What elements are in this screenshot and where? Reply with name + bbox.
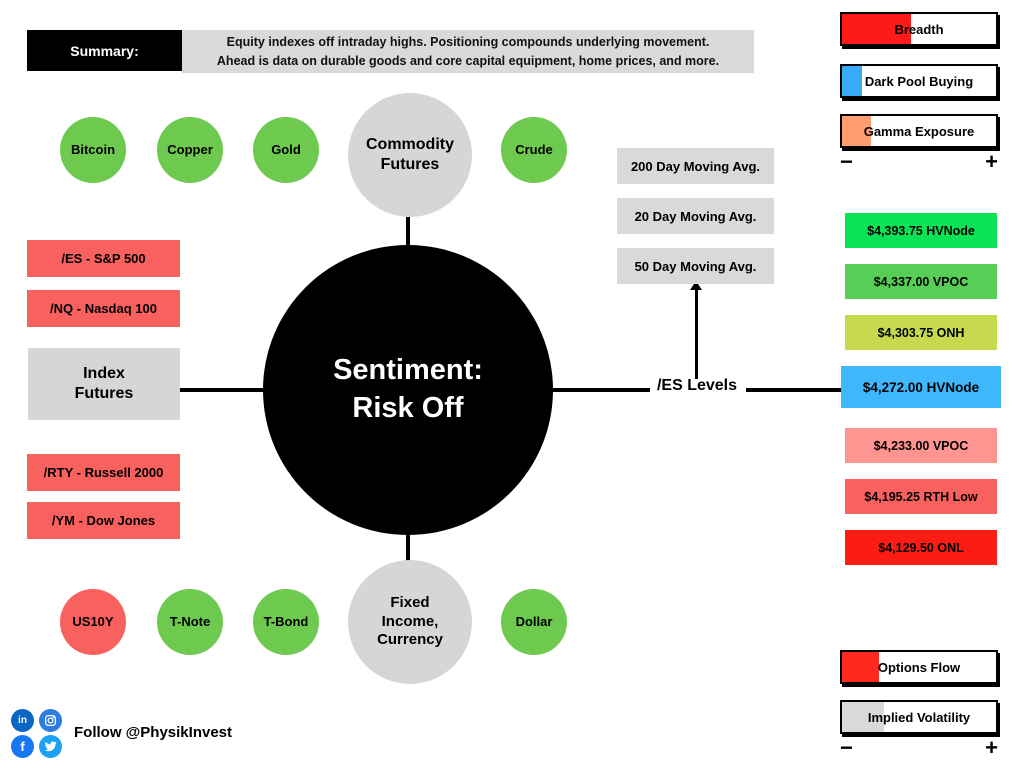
gauge-implied-vol-label: Implied Volatility — [867, 709, 971, 725]
es-level-onl: $4,129.50 ONL — [845, 530, 997, 565]
sentiment-title: Sentiment: Risk Off — [333, 354, 483, 424]
es-level-rth-low: $4,195.25 RTH Low — [845, 479, 997, 514]
index-item-rty: /RTY - Russell 2000 — [27, 454, 180, 491]
commodity-item-label: Copper — [167, 142, 213, 158]
es-level-hvnode-high: $4,393.75 HVNode — [845, 213, 997, 248]
index-item-label: /ES - S&P 500 — [61, 251, 146, 266]
linkedin-glyph: in — [18, 715, 27, 726]
gauge-options-flow-fill — [842, 652, 879, 682]
index-futures-hub: Index Futures — [28, 348, 180, 420]
es-level-label: $4,195.25 RTH Low — [864, 489, 978, 504]
moving-avg-50: 50 Day Moving Avg. — [617, 248, 774, 284]
commodity-item-bitcoin: Bitcoin — [60, 117, 126, 183]
es-level-label: $4,337.00 VPOC — [873, 274, 969, 289]
es-level-label: $4,303.75 ONH — [877, 325, 965, 340]
moving-avg-20: 20 Day Moving Avg. — [617, 198, 774, 234]
arrow-line-es-to-ma — [695, 289, 698, 379]
gauge-dark-pool-fill — [842, 66, 863, 96]
es-level-label: $4,272.00 HVNode — [862, 379, 980, 395]
gauge-implied-volatility: Implied Volatility — [840, 700, 998, 734]
gauge-gamma-exposure: Gamma Exposure — [840, 114, 998, 148]
index-item-label: /YM - Dow Jones — [51, 513, 156, 528]
commodity-futures-hub: Commodity Futures — [348, 93, 472, 217]
index-item-ym: /YM - Dow Jones — [27, 502, 180, 539]
es-level-label: $4,393.75 HVNode — [867, 223, 975, 238]
gauge-breadth-label: Breadth — [894, 21, 944, 37]
es-level-vpoc-high: $4,337.00 VPOC — [845, 264, 997, 299]
commodity-item-label: Bitcoin — [70, 142, 116, 158]
commodity-item-copper: Copper — [157, 117, 223, 183]
minus-icon: − — [840, 735, 853, 760]
es-level-label: $4,233.00 VPOC — [873, 438, 969, 453]
moving-avg-200: 200 Day Moving Avg. — [617, 148, 774, 184]
gauge-breadth-fill — [842, 14, 912, 44]
gauge-options-flow: Options Flow — [840, 650, 998, 684]
gauge-dark-pool-label: Dark Pool Buying — [864, 73, 974, 89]
fixed-income-item-tbond: T-Bond — [253, 589, 319, 655]
commodity-item-label: Gold — [271, 142, 301, 158]
gauge-scale-bottom: − + — [840, 737, 998, 759]
fixed-income-item-dollar: Dollar — [501, 589, 567, 655]
gauge-breadth: Breadth — [840, 12, 998, 46]
summary-text: Equity indexes off intraday highs. Posit… — [182, 30, 754, 73]
gauge-implied-vol-fill — [842, 702, 884, 732]
connector-right-outer — [746, 388, 841, 392]
gauge-gamma-label: Gamma Exposure — [863, 123, 975, 139]
connector-right-inner — [550, 388, 650, 392]
fixed-income-item-label: T-Note — [169, 614, 211, 630]
commodity-item-crude: Crude — [501, 117, 567, 183]
es-levels-label: /ES Levels — [656, 377, 738, 394]
es-level-label: $4,129.50 ONL — [878, 540, 964, 555]
moving-avg-label: 20 Day Moving Avg. — [634, 208, 757, 224]
connector-left — [180, 388, 264, 392]
gauge-scale-top: − + — [840, 151, 998, 173]
connector-bottom — [406, 533, 410, 562]
minus-icon: − — [840, 149, 853, 174]
index-item-nq: /NQ - Nasdaq 100 — [27, 290, 180, 327]
es-level-hvnode-current: $4,272.00 HVNode — [841, 366, 1001, 408]
index-item-label: /RTY - Russell 2000 — [43, 465, 164, 480]
index-item-es: /ES - S&P 500 — [27, 240, 180, 277]
fixed-income-hub: Fixed Income, Currency — [348, 560, 472, 684]
gauge-gamma-fill — [842, 116, 872, 146]
commodity-item-label: Crude — [515, 142, 553, 158]
fixed-income-item-tnote: T-Note — [157, 589, 223, 655]
gauge-dark-pool-buying: Dark Pool Buying — [840, 64, 998, 98]
arrowhead-up-icon — [690, 281, 702, 290]
index-futures-hub-label: Index Futures — [74, 365, 134, 402]
fixed-income-item-label: US10Y — [72, 614, 114, 630]
sentiment-circle: Sentiment: Risk Off — [263, 245, 553, 535]
instagram-icon[interactable] — [39, 709, 62, 732]
plus-icon: + — [985, 149, 998, 174]
summary-label: Summary: — [27, 30, 182, 71]
facebook-glyph: f — [20, 739, 25, 754]
es-level-onh: $4,303.75 ONH — [845, 315, 997, 350]
fixed-income-item-us10y: US10Y — [60, 589, 126, 655]
commodity-futures-hub-label: Commodity Futures — [366, 136, 454, 173]
connector-top — [406, 217, 410, 247]
gauge-options-flow-label: Options Flow — [877, 659, 961, 675]
fixed-income-item-label: T-Bond — [263, 614, 309, 630]
fixed-income-item-label: Dollar — [515, 614, 553, 630]
index-item-label: /NQ - Nasdaq 100 — [50, 301, 157, 316]
linkedin-icon[interactable]: in — [11, 709, 34, 732]
twitter-icon[interactable] — [39, 735, 62, 758]
plus-icon: + — [985, 735, 998, 760]
fixed-income-hub-label: Fixed Income, Currency — [377, 593, 443, 649]
moving-avg-label: 200 Day Moving Avg. — [630, 158, 761, 174]
commodity-item-gold: Gold — [253, 117, 319, 183]
instagram-glyph — [44, 714, 57, 727]
facebook-icon[interactable]: f — [11, 735, 34, 758]
follow-handle: Follow @PhysikInvest — [74, 724, 232, 741]
es-level-vpoc-low: $4,233.00 VPOC — [845, 428, 997, 463]
moving-avg-label: 50 Day Moving Avg. — [634, 258, 757, 274]
twitter-glyph — [44, 741, 57, 752]
